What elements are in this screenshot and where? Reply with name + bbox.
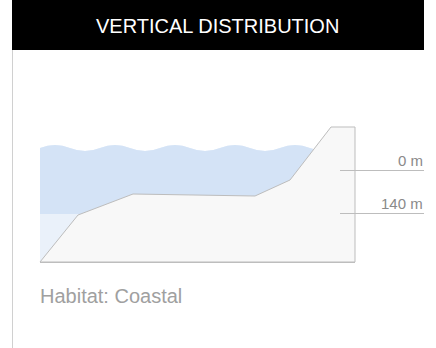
base-line <box>40 262 355 263</box>
depth-tick <box>340 170 424 171</box>
title-text: VERTICAL DISTRIBUTION <box>96 14 339 38</box>
depth-tick <box>340 213 424 214</box>
habitat-label: Habitat: Coastal <box>40 284 182 308</box>
depth-label: 140 m <box>380 195 424 213</box>
card-border <box>12 50 13 348</box>
seabed-profile <box>40 127 355 262</box>
depth-label: 0 m <box>397 152 424 170</box>
